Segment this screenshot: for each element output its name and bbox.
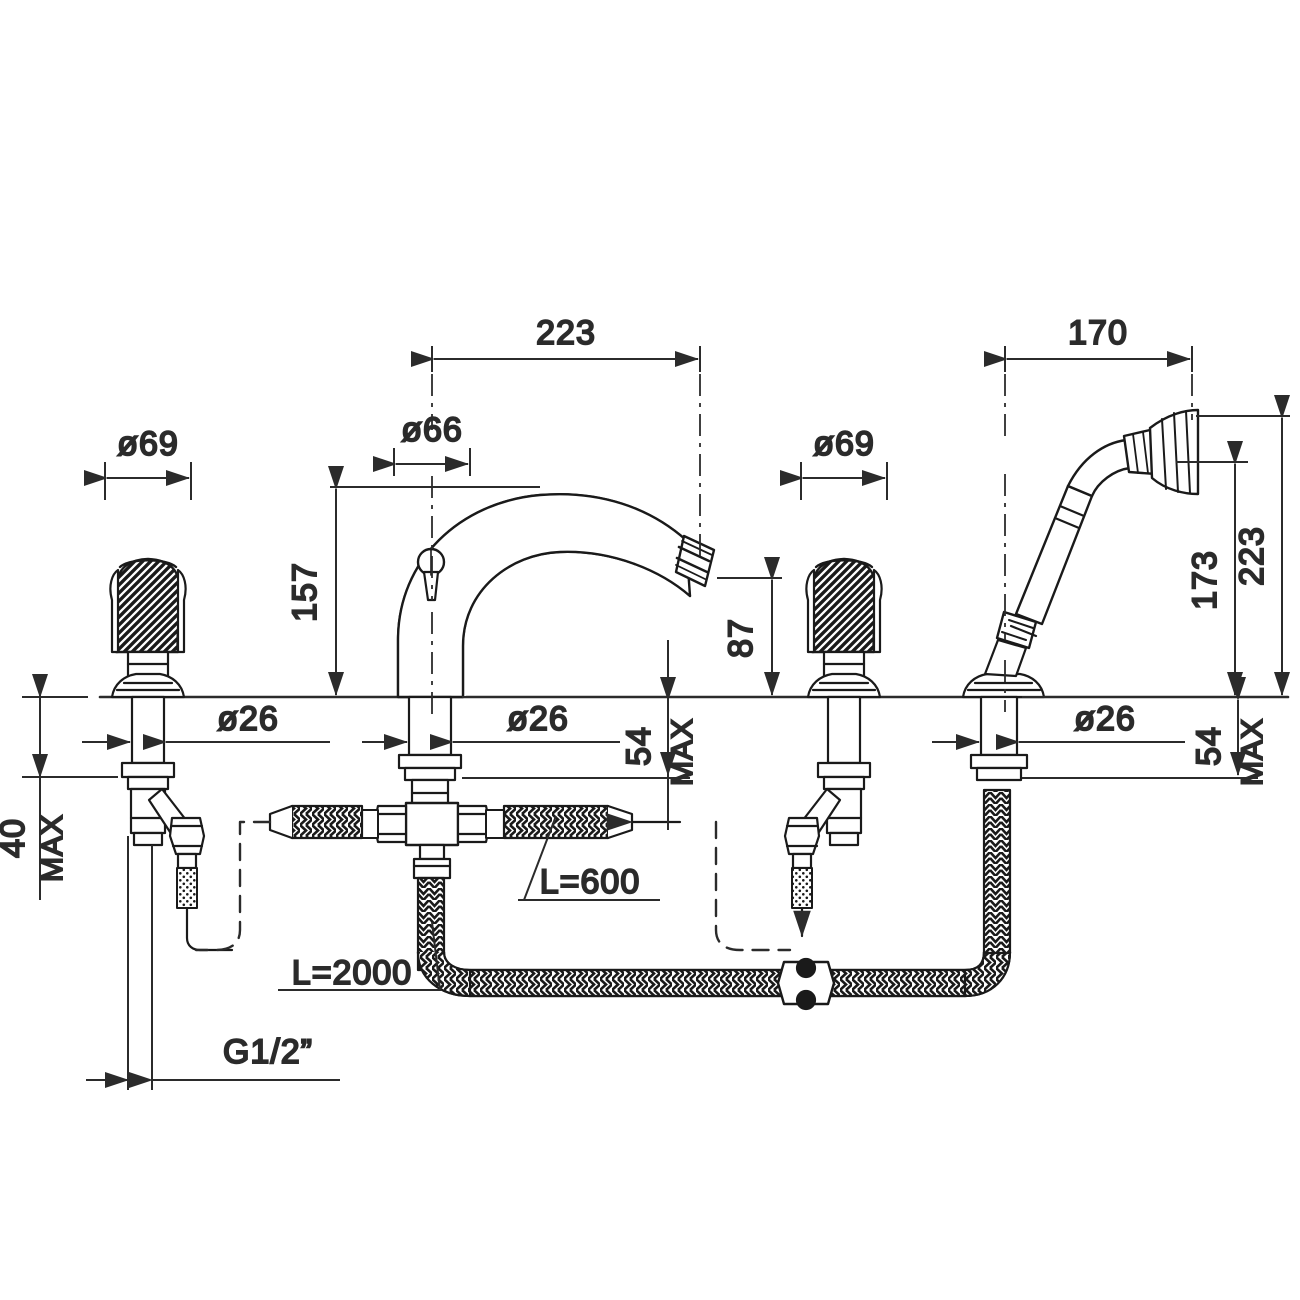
dim-label-54-center-max: MAX [666,718,699,786]
dim-shank-dia-left-26: ø26 [82,699,330,750]
spout-assembly [396,493,716,808]
dim-handshower-height-223: 223 [1196,395,1290,696]
hose-route-right-dashed [714,820,792,952]
dim-label-26-left: ø26 [217,700,279,738]
dim-handshower-reach-170: 170 [984,313,1193,372]
note-hose-600: L=600 [518,815,660,902]
hose-600-left [268,804,364,840]
dim-label-40: 40 [0,818,32,858]
dim-handle-height-87: 87 [717,557,782,696]
dim-label-40-max: MAX [36,814,69,882]
mixer-valve-body [359,801,505,880]
right-handle-assembly [783,557,883,938]
dim-label-54-right-max: MAX [1236,718,1269,786]
note-thread-g12: G1/2” [86,836,340,1090]
dim-label-L600: L=600 [540,863,641,901]
dim-shank-dia-center-26: ø26 [362,699,620,750]
dim-spout-flange-66: ø66 [373,410,471,476]
centerline-handshower [1004,374,1193,712]
dim-deck-thickness-left-40: 40 MAX [0,674,118,900]
dim-label-69-left: ø69 [117,425,179,463]
dim-label-L2000: L=2000 [292,954,412,992]
left-handle-assembly [109,557,234,952]
dim-deck-thickness-center-54: 54 MAX [462,640,700,830]
centerline-spout [431,374,701,720]
dim-label-26-right: ø26 [1074,700,1136,738]
dim-label-54-right: 54 [1190,726,1228,766]
dim-handle-dia-left-69: ø69 [84,424,192,500]
dim-shank-dia-right-26: ø26 [932,699,1185,750]
dim-spout-reach-223: 223 [411,313,701,372]
note-hose-2000: L=2000 [278,921,442,993]
dim-spout-height-157: 157 [285,466,540,696]
dim-label-26-center: ø26 [507,700,569,738]
dim-deck-thickness-right-54: 54 MAX [1022,677,1270,787]
dim-label-223-height: 223 [1233,526,1271,586]
dim-handle-dia-right-69: ø69 [780,424,888,500]
dim-label-66: ø66 [401,411,463,449]
dim-label-157: 157 [286,562,324,622]
dim-label-223-reach: 223 [536,314,596,352]
dim-handshower-height-173: 173 [1176,441,1248,696]
dim-label-g12: G1/2” [223,1033,313,1071]
dim-label-170: 170 [1068,314,1128,352]
dim-label-173: 173 [1186,550,1224,610]
hose-600-right [502,804,682,840]
hose-2000 [416,788,1012,1011]
hose-route-left-dashed [194,820,272,952]
dim-label-54-center: 54 [620,726,658,766]
hose-junction-block [776,957,836,1011]
dim-label-69-right: ø69 [813,425,875,463]
dim-label-87: 87 [722,618,760,658]
